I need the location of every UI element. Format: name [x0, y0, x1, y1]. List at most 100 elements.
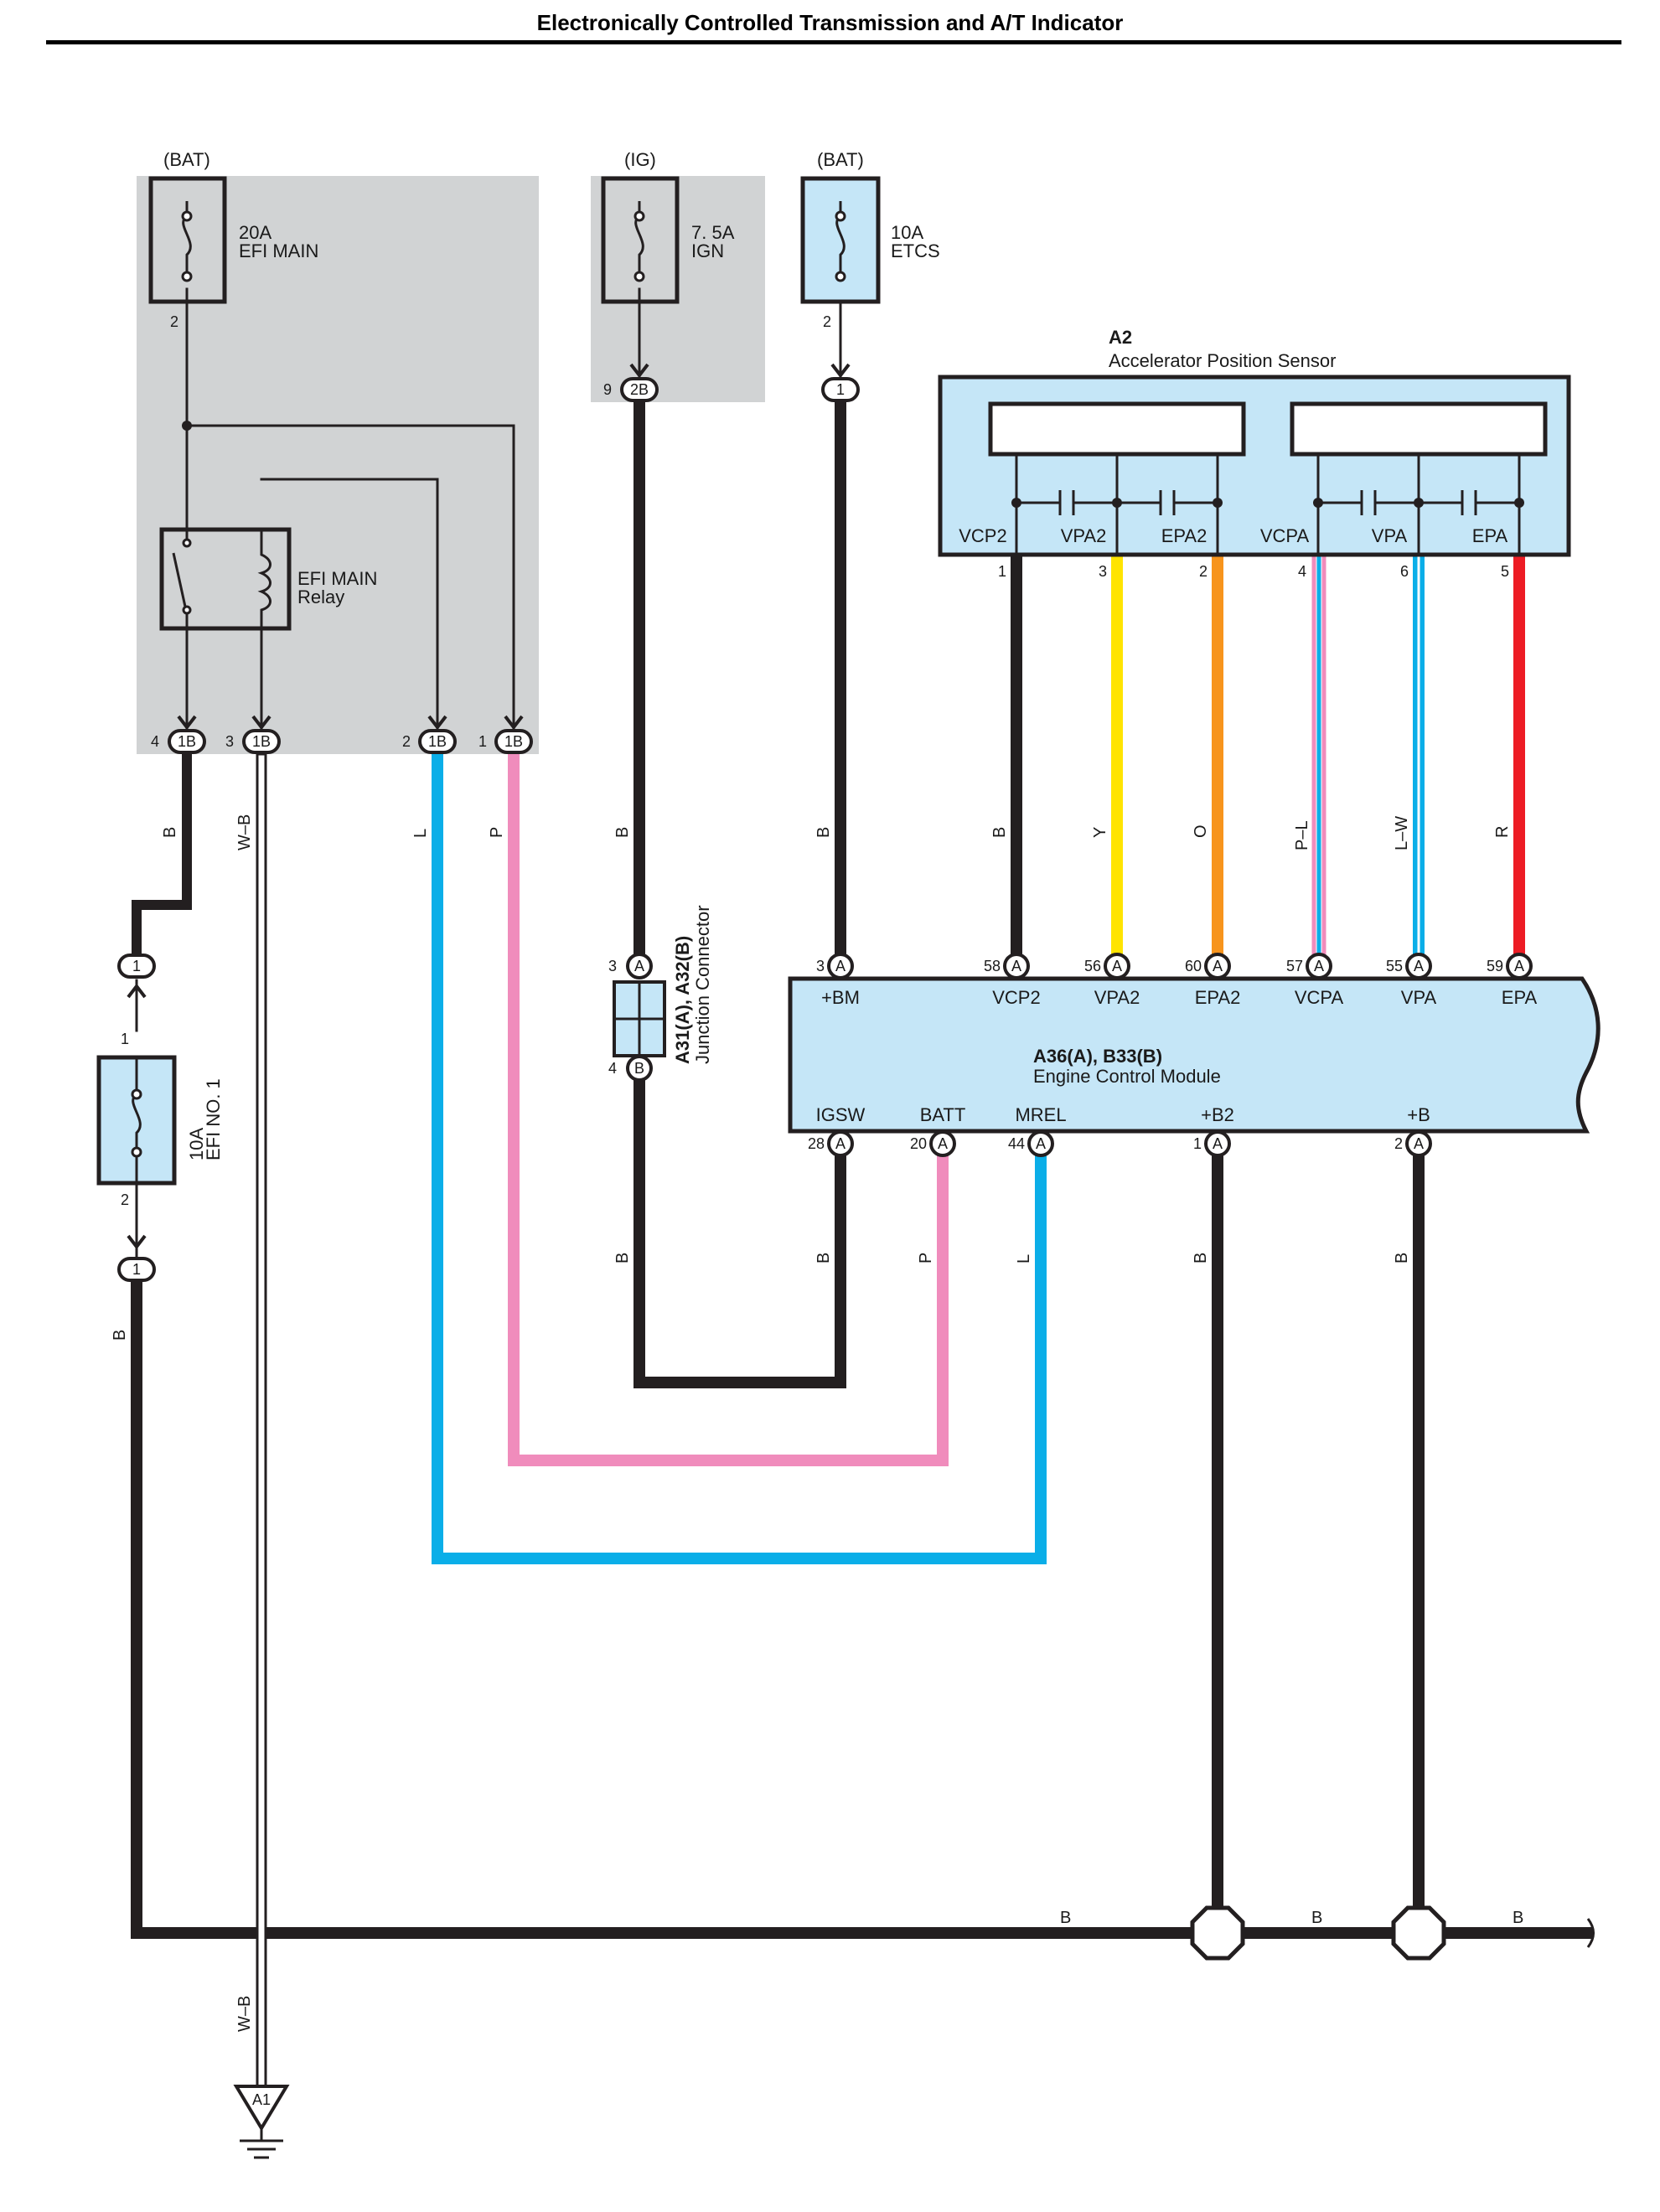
relay-coil-icon	[257, 530, 271, 628]
connector-arrow	[127, 983, 147, 999]
sensor-name: Accelerator Position Sensor	[1109, 350, 1336, 371]
junction-pin-bottom	[626, 1055, 653, 1082]
ecm-pin-num: 55	[1386, 958, 1403, 974]
ecm-pin-code: A	[1011, 958, 1021, 974]
wire-label: B	[1513, 1909, 1523, 1927]
ecm-pin-name: VCPA	[1295, 987, 1344, 1008]
ecm-body	[788, 976, 1601, 1134]
ecm-bottom-pin-circles	[827, 1130, 1432, 1157]
junction-top-code: A	[634, 958, 644, 974]
connector-arrow	[504, 715, 524, 731]
wire-label: B	[990, 827, 1009, 838]
sensor-pin-name: VCPA	[1260, 525, 1310, 546]
ecm-pin-name: +B2	[1201, 1104, 1234, 1125]
sensor-pin-num: 2	[1199, 563, 1208, 580]
bus-break-mark	[1586, 1918, 1595, 1948]
wire-label: B	[814, 1253, 833, 1264]
wire-label: P	[488, 827, 506, 838]
fuse-terminal	[181, 210, 193, 222]
ecm-pin-code: A	[1213, 958, 1223, 974]
connector-code: 2B	[630, 381, 649, 398]
ecm-pin-name: +BM	[821, 987, 860, 1008]
ecm-pin-name: EPA2	[1195, 987, 1241, 1008]
relay-switch-arm	[172, 552, 187, 607]
relay-switch-contact	[182, 605, 192, 615]
connector-efi1-in	[117, 954, 156, 979]
etcs-pin: 2	[823, 313, 831, 330]
ecm-pin-num: 3	[816, 958, 825, 974]
connector-1b-3	[242, 729, 281, 754]
connector-code: 1B	[252, 733, 271, 750]
ecm-pin-num: 56	[1084, 958, 1101, 974]
wire-label: B	[814, 827, 833, 838]
efi-no1-rating: 10A	[186, 1128, 207, 1160]
wire-label: B	[111, 1330, 129, 1341]
sensor-pin-name: EPA	[1472, 525, 1508, 546]
wire-label: P	[917, 1253, 935, 1264]
ecm-pin-code: A	[835, 1135, 846, 1152]
ground-symbol	[240, 2128, 283, 2159]
fuse-terminal	[181, 271, 193, 282]
wire-label: Y	[1091, 827, 1109, 838]
connector-arrow	[177, 715, 197, 731]
ecm-pin-num: 28	[808, 1135, 825, 1152]
ecm-pin-num: 2	[1394, 1135, 1403, 1152]
junction-pin-top	[626, 953, 653, 979]
junction-name: Junction Connector	[692, 905, 713, 1064]
etcs-fuse-icon	[800, 176, 881, 304]
fuse-terminal	[633, 271, 645, 282]
efi-panel	[137, 176, 539, 754]
connector-num: 4	[151, 733, 159, 750]
connector-1b-2	[418, 729, 457, 754]
wire-l-mrel	[432, 752, 1047, 1564]
junction-top-pin: 3	[608, 958, 617, 974]
ecm-pin-code: A	[1036, 1135, 1046, 1152]
wire-label: B	[613, 827, 632, 838]
ecm-pin-num: 44	[1008, 1135, 1025, 1152]
sensor-code: A2	[1109, 327, 1132, 348]
junction-bottom-pin: 4	[608, 1060, 617, 1077]
etcs-source: (BAT)	[817, 149, 864, 170]
ecm-pin-name: VPA	[1401, 987, 1437, 1008]
sensor-pin-name: VPA	[1372, 525, 1408, 546]
connector-num: 1	[478, 733, 487, 750]
connector-num: 2	[402, 733, 411, 750]
ecm-pin-num: 59	[1487, 958, 1503, 974]
relay-switch-contact	[182, 538, 192, 548]
connector-code: 1	[132, 958, 141, 974]
efi-junction-dot	[182, 421, 192, 431]
sensor-pin-name: EPA2	[1161, 525, 1208, 546]
ecm-pin-name: EPA	[1502, 987, 1538, 1008]
relay-sub: Relay	[297, 587, 344, 607]
ecm-name: Engine Control Module	[1033, 1066, 1221, 1087]
connector-1b-4	[168, 729, 206, 754]
wire-vcpa	[1311, 552, 1326, 956]
fuse-terminal	[633, 210, 645, 222]
wire-label: B	[1311, 1909, 1322, 1927]
ecm-pin-code: A	[1414, 1135, 1424, 1152]
header-rule	[46, 40, 1621, 44]
wire-label: L–W	[1393, 816, 1411, 850]
ecm-pin-num: 1	[1193, 1135, 1202, 1152]
sensor-pin-name: VCP2	[959, 525, 1006, 546]
connector-efi1-out	[117, 1257, 156, 1282]
ign-source: (IG)	[624, 149, 656, 170]
efi-no1-pin-bottom: 2	[121, 1191, 129, 1208]
splice-point-1	[1190, 1905, 1245, 1961]
sensor-junction-dots	[1011, 498, 1524, 508]
splice-point-2	[1391, 1905, 1446, 1961]
connector-arrow	[427, 715, 447, 731]
sensor-pin-num: 5	[1501, 563, 1509, 580]
sensor-element-2	[1290, 401, 1548, 457]
ecm-pin-name: VPA2	[1094, 987, 1140, 1008]
ecm-pin-name: +B	[1407, 1104, 1430, 1125]
connector-code: 1B	[428, 733, 447, 750]
wire-label: W–B	[235, 814, 254, 850]
sensor-pin-num: 6	[1400, 563, 1409, 580]
sensor-pin-num: 4	[1298, 563, 1306, 580]
ecm-pin-name: BATT	[920, 1104, 966, 1125]
wire-label: L	[411, 829, 430, 838]
ecm-pin-code: A	[1314, 958, 1324, 974]
page-title: Electronically Controlled Transmission a…	[536, 10, 1124, 35]
fuse-terminal	[835, 210, 846, 222]
